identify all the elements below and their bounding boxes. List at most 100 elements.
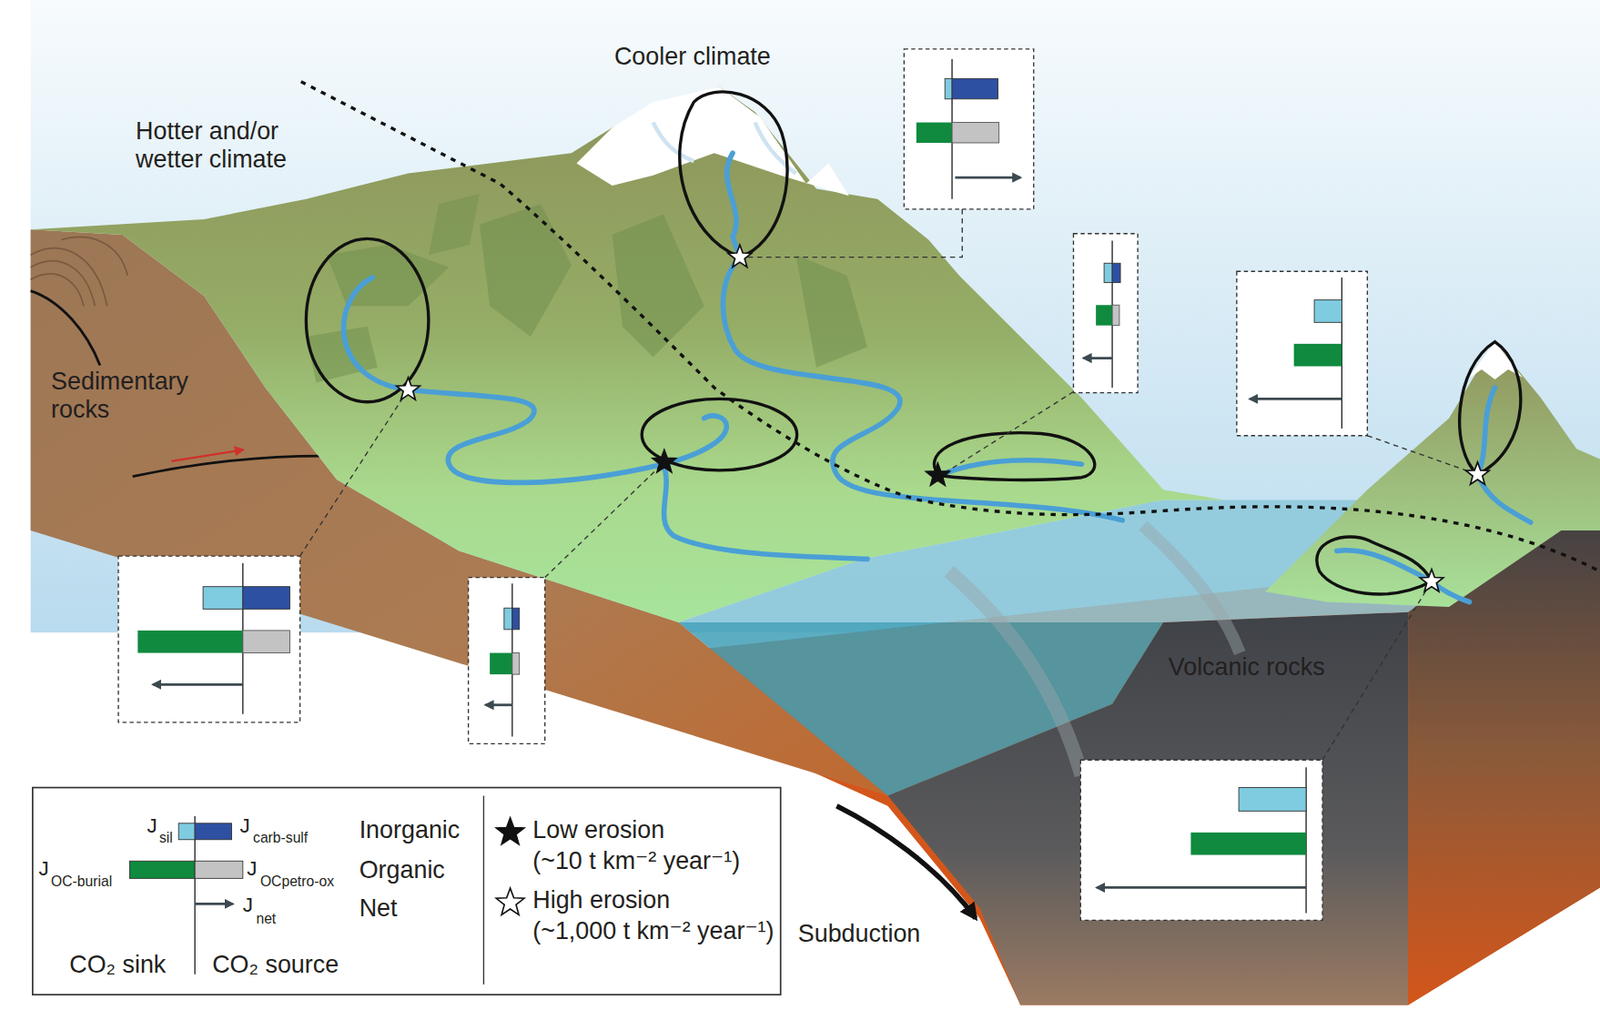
legend-swatch (129, 860, 195, 879)
label-text: Net (359, 894, 398, 923)
legend-text: Low erosion (532, 816, 665, 845)
flux-inset (202, 587, 244, 610)
flux-inset (951, 78, 998, 99)
land-surface (30, 86, 1600, 623)
flux-inset (951, 122, 1000, 143)
label-text: Inorganic (359, 816, 461, 845)
flux-inset (512, 653, 520, 676)
flux-inset (1112, 304, 1120, 325)
label-text: J (246, 857, 257, 882)
flux-inset (504, 607, 513, 630)
flux-inset (118, 556, 301, 723)
flux-inset (1238, 788, 1307, 812)
land-surface (479, 203, 572, 337)
legend-frame (483, 796, 485, 985)
flux-inset (243, 587, 291, 610)
legend-text: OC-burial (50, 873, 112, 891)
flux-inset (1112, 263, 1121, 283)
flux-inset (1095, 304, 1113, 325)
legend-frame (32, 788, 781, 996)
catchment-outline (1316, 536, 1432, 595)
catchment-outline (933, 433, 1094, 481)
land-surface (576, 86, 849, 196)
sedimentary-block (132, 455, 337, 477)
label-text: J (146, 814, 157, 839)
flux-inset (1249, 397, 1342, 401)
legend-swatch (194, 823, 232, 841)
flux-inset (1073, 233, 1138, 394)
rivers (344, 277, 728, 483)
flux-inset (1083, 356, 1113, 360)
flux-inset (1314, 300, 1342, 324)
erosion-star (728, 244, 752, 267)
label-text: Organic (359, 856, 446, 885)
label-text: Cooler climate (614, 42, 771, 71)
land-surface (30, 86, 1226, 623)
label-text: Volcanic rocks (1168, 653, 1326, 682)
legend-frame (496, 888, 525, 915)
flux-inset (1294, 344, 1343, 367)
label-text: J (243, 893, 254, 918)
flux-inset (1236, 271, 1368, 436)
erosion-star (396, 377, 421, 400)
flux-inset (1103, 263, 1113, 283)
ocean (1143, 525, 1241, 653)
sedimentary-block (60, 236, 128, 275)
legend-text: OCpetro-ox (260, 873, 335, 891)
rivers (1477, 387, 1530, 523)
flux-inset (137, 630, 243, 654)
legend-frame (496, 818, 525, 845)
label-text: CO₂ sink (69, 951, 166, 980)
leader-line (941, 392, 1074, 476)
leader-line (300, 209, 1479, 760)
rivers (344, 152, 1531, 602)
flux-inset (512, 607, 520, 630)
land-surface (428, 193, 480, 255)
deep-rock (836, 806, 975, 919)
label-text: Sedimentary rocks (50, 367, 214, 425)
sedimentary-block (30, 261, 96, 307)
flux-inset (944, 78, 952, 99)
flux-inset (486, 703, 513, 707)
ocean (949, 571, 1083, 776)
catchment-outline (679, 91, 788, 258)
flux-inset (489, 653, 513, 676)
flux-inset (152, 683, 244, 687)
sedimentary-block (30, 291, 101, 366)
rivers (1336, 550, 1470, 603)
erosion-star (652, 449, 677, 472)
catchment-outline (305, 238, 429, 402)
legend-frame (32, 788, 781, 996)
label-text: Subduction (798, 920, 922, 949)
legend-text: High erosion (532, 886, 670, 915)
flux-inset (903, 49, 1033, 210)
legend-frame (194, 902, 233, 906)
label-text: Hotter and/or wetter climate (135, 117, 325, 174)
flux-inset (243, 630, 291, 654)
land-surface (653, 122, 797, 174)
label-text: J (39, 857, 50, 882)
leader-line (300, 389, 409, 557)
label-text: J (239, 814, 250, 839)
catchment-outline (1459, 342, 1521, 476)
sedimentary-block (30, 248, 108, 307)
leader-line (1322, 581, 1432, 760)
flux-inset (954, 176, 1021, 180)
flux-inset (916, 122, 952, 143)
flux-inset (1190, 832, 1307, 856)
leader-line (545, 462, 665, 578)
leader-line (739, 209, 963, 258)
legend-swatch (178, 823, 195, 841)
flux-inset (468, 577, 546, 745)
erosion-star (1419, 569, 1444, 592)
erosion-star (396, 244, 1490, 592)
legend-swatch (194, 860, 244, 879)
erosion-star (1466, 462, 1490, 485)
sedimentary-block (30, 273, 84, 306)
flux-inset (1096, 886, 1307, 890)
legend-text: sil (159, 830, 173, 847)
label-text: (~1,000 t km⁻² year⁻¹) (532, 917, 774, 946)
sedimentary-block (171, 449, 243, 461)
land-surface (612, 213, 705, 357)
